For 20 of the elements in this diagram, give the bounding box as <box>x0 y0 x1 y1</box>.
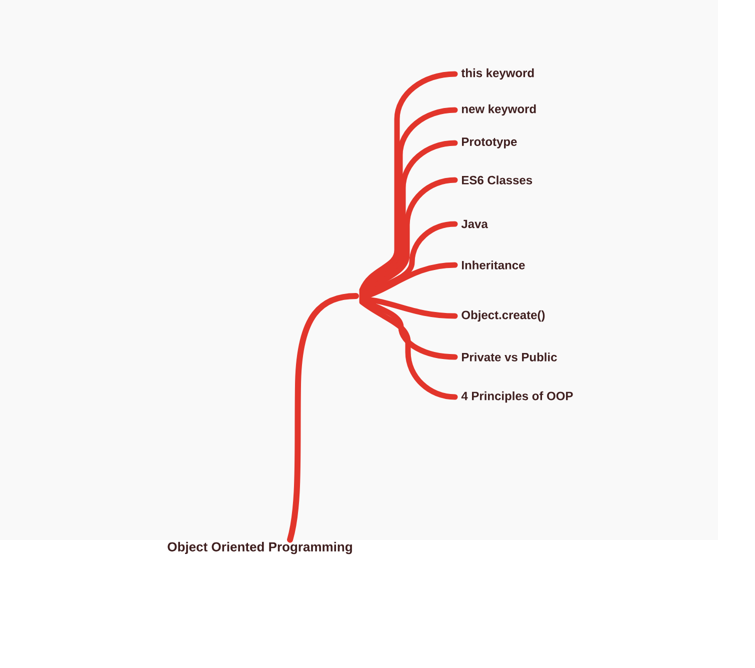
trunk-line <box>287 293 359 543</box>
branch-line <box>359 296 458 319</box>
branch-line <box>359 221 458 299</box>
topic-label: 4 Principles of OOP <box>461 391 573 403</box>
branch-line <box>359 140 458 296</box>
branch-line <box>359 299 458 400</box>
branch-line <box>359 262 458 300</box>
topic-label: Object.create() <box>462 310 545 322</box>
topic-label: Inheritance <box>462 260 525 270</box>
branch-line <box>359 71 458 293</box>
topic-label: Java <box>461 220 488 228</box>
topic-label: ES6 Classes <box>462 176 532 184</box>
branch-line <box>359 298 458 360</box>
topic-label: Prototype <box>462 138 517 148</box>
topic-label: new keyword <box>462 104 536 116</box>
topic-label: Private vs Public <box>462 352 557 362</box>
branch-line <box>359 107 458 294</box>
central-topic-label: Object Oriented Programming <box>168 542 352 554</box>
branch-line <box>359 177 458 298</box>
topic-label: this keyword <box>461 68 534 80</box>
